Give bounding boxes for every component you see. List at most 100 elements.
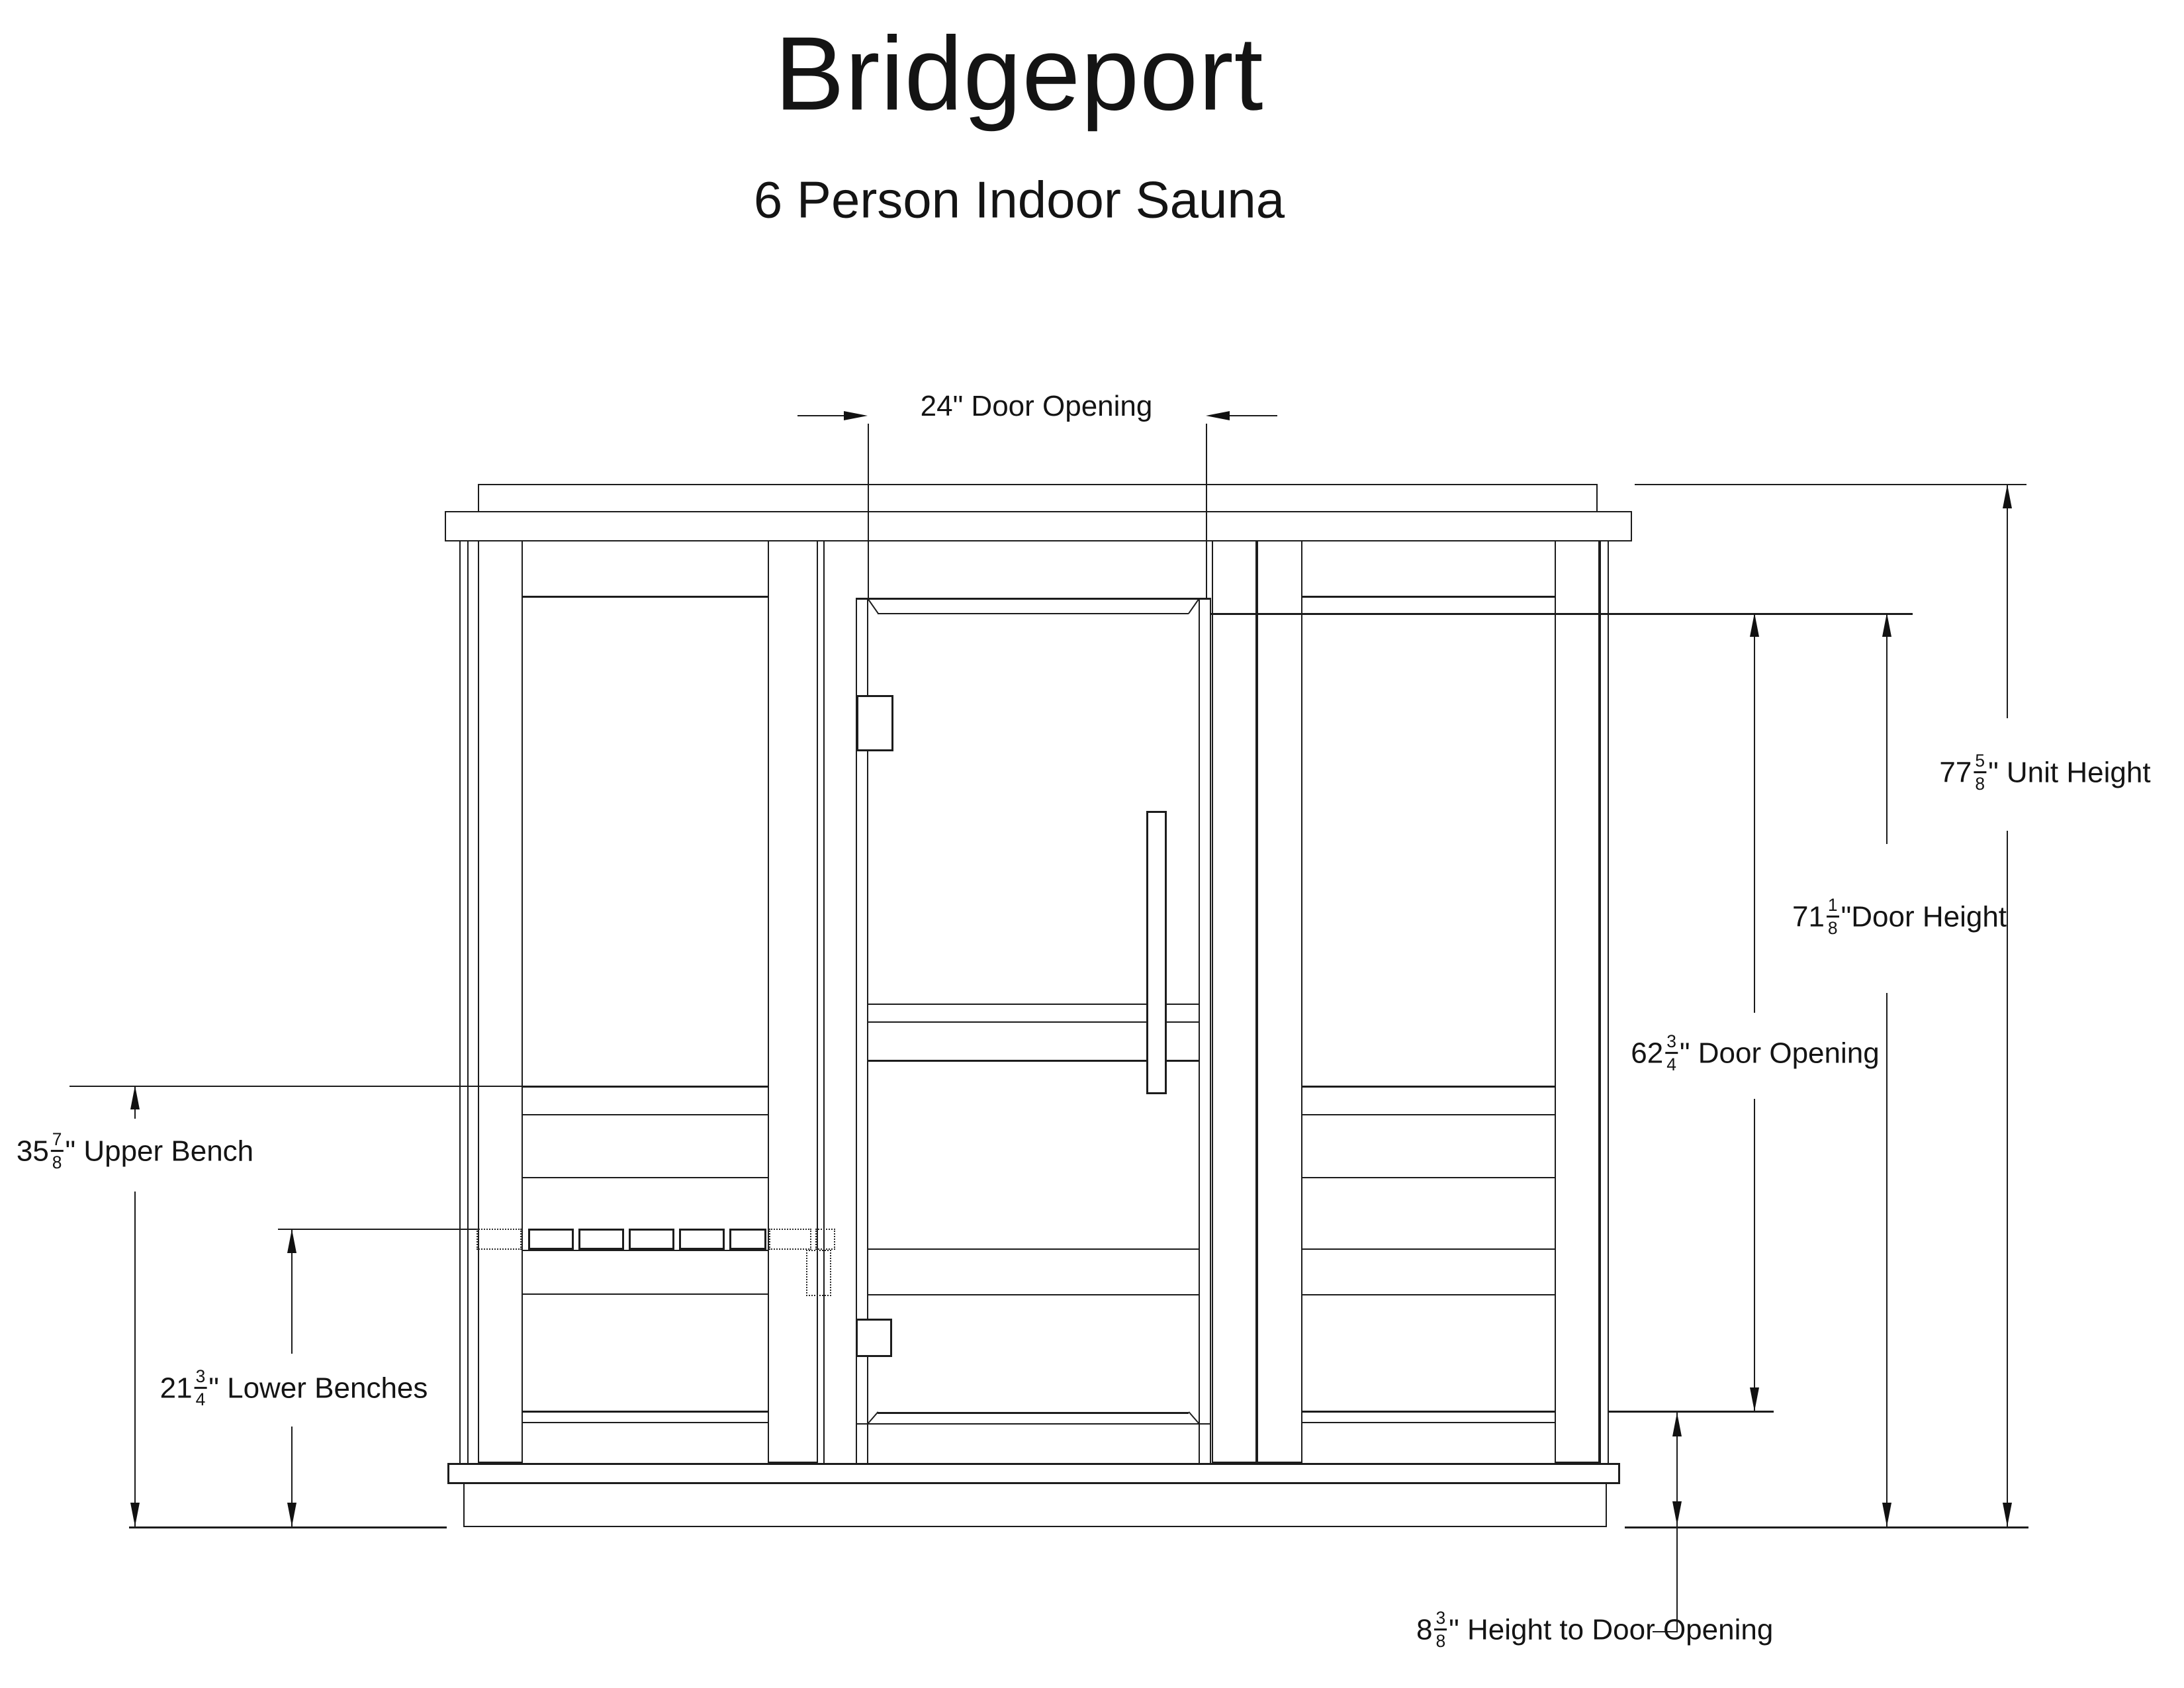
dim-arrow-left-icon [1206,411,1230,420]
hidden-bench-outline-corner [477,1229,522,1250]
dim-whole: 77 [1939,756,1972,789]
dim-arrow-up-icon [1672,1413,1682,1436]
door-glass-bevel-bottom-left [867,1411,879,1425]
door-handle [1146,811,1167,1094]
dim-denominator: 8 [1435,1631,1446,1652]
dim-line [1754,613,1755,1013]
dim-denominator: 8 [52,1152,62,1173]
dim-whole: 71 [1792,900,1825,933]
dim-numerator: 3 [1665,1033,1678,1055]
dim-arrow-down-icon [1882,1503,1891,1526]
dim-suffix: " Upper Bench [65,1135,254,1168]
right-panel-stile-post [1257,540,1302,1463]
dim-line [1230,415,1277,416]
corner-post-right [1555,540,1600,1463]
corner-post-left [478,540,523,1463]
dim-arrow-right-icon [844,411,868,420]
through-door-rail-3 [868,1060,1199,1062]
dim-label: 24" Door Opening [921,392,1153,421]
dim-arrow-up-icon [130,1086,140,1109]
dim-line [1676,1411,1678,1526]
ground-reference-line-left [129,1526,447,1528]
base-top-band [447,1463,1620,1484]
door-jamb-post-right [1212,540,1257,1463]
dim-denominator: 4 [195,1389,206,1410]
hidden-bench-support-outline [806,1250,831,1296]
dim-line [797,415,844,416]
left-wall-inner-line [467,540,469,1463]
dim-line [2007,485,2008,718]
crown-upper-band [478,484,1598,512]
dim-suffix: " Lower Benches [208,1372,428,1405]
dim-line [134,1192,136,1526]
through-door-bench-bottom [868,1294,1199,1295]
door-stile-right-outer [1210,598,1211,1463]
dim-arrow-up-icon [2003,485,2012,508]
dim-arrow-up-icon [1750,613,1759,637]
door-stile-left-inner [867,598,868,1463]
right-panel-rail-line [1302,1114,1555,1115]
door-bottom-rail-outer [856,1423,1211,1425]
dim-suffix: " Height to Door Opening [1449,1613,1774,1646]
right-panel-bottom-rail-top [1302,1411,1555,1413]
door-jamb-line-left [823,540,825,1463]
left-panel-upper-bench-fascia [523,1177,768,1178]
leader-line-vertical [1676,1526,1678,1632]
through-door-bench-top [868,1248,1199,1250]
extension-line-unit-top [1635,484,2026,485]
door-glass-bevel-top-left [867,598,879,614]
dim-arrow-down-icon [287,1503,296,1526]
dim-numerator: 5 [1974,752,1987,774]
dim-arrow-up-icon [1882,613,1891,637]
dim-text: 24" Door Opening [920,390,1153,422]
dim-arrow-down-icon [1672,1501,1682,1525]
dim-arrow-down-icon [1750,1387,1759,1411]
dim-numerator: 1 [1826,896,1839,918]
extension-line-door-opening-bottom [1608,1411,1774,1413]
left-panel-top-rail [523,596,768,598]
right-panel-upper-bench-fascia [1302,1177,1555,1178]
dim-line [1886,613,1888,844]
leader-line-horizontal [1653,1631,1678,1632]
bench-slat [528,1229,574,1250]
left-panel-bottom-rail-bottom [523,1422,768,1423]
extension-line [1206,424,1207,598]
dim-line [2007,831,2008,1526]
right-wall-inner-line [1600,540,1601,1463]
dim-numerator: 3 [194,1368,207,1389]
ground-reference-line-right [1625,1526,2028,1528]
left-panel-lower-bench-fascia [523,1293,768,1295]
left-panel-bottom-rail-top [523,1411,768,1413]
through-door-rail-1 [868,1004,1199,1005]
dim-suffix: " Unit Height [1988,756,2151,789]
dim-arrow-up-icon [287,1229,296,1253]
extension-line [278,1229,477,1230]
door-top-rail-inner [878,613,1189,614]
base-plinth [463,1483,1607,1527]
left-panel-bench-underline [523,1250,768,1251]
right-panel-bench-top-rail [1302,1086,1555,1088]
bench-slat [578,1229,624,1250]
dim-whole: 21 [159,1372,193,1405]
crown-main-band [445,511,1632,541]
dim-suffix: " Door Opening [1679,1037,1880,1070]
page-title: Bridgeport [774,15,1264,132]
dim-arrow-down-icon [2003,1503,2012,1526]
dim-line [291,1427,293,1526]
bench-slat [679,1229,725,1250]
through-door-rail-2 [868,1021,1199,1023]
dim-whole: 62 [1631,1037,1664,1070]
dim-line [1754,1099,1755,1411]
door-stile-right-inner [1199,598,1200,1463]
left-wall-outer-line [459,540,461,1463]
door-hinge-top [856,695,893,751]
extension-line [69,1086,523,1087]
